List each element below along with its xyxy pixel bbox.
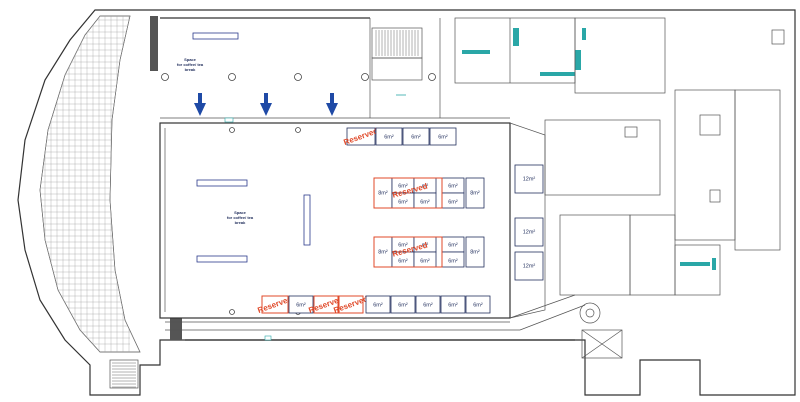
restroom-fixture [712, 258, 716, 270]
svg-text:6m²: 6m² [398, 302, 408, 308]
spiral-stair [579, 302, 623, 359]
svg-text:Space: Space [184, 57, 197, 62]
arrow-down-icon [260, 93, 272, 116]
restroom-fixture [575, 50, 581, 70]
booth[interactable] [465, 236, 485, 268]
svg-text:12m²: 12m² [523, 229, 536, 235]
svg-text:6m²: 6m² [448, 242, 458, 248]
restrooms-top [454, 17, 586, 84]
svg-text:6m²: 6m² [448, 302, 458, 308]
svg-text:Space: Space [234, 210, 247, 215]
booth[interactable]: 6m² [440, 295, 466, 314]
reserved-zone [373, 177, 443, 209]
svg-text:6m²: 6m² [398, 258, 408, 264]
booth[interactable]: 6m² [390, 295, 416, 314]
door-marks [224, 94, 406, 341]
svg-text:6m²: 6m² [420, 258, 430, 264]
table-hall-bottom [196, 255, 248, 263]
svg-text:8m²: 8m² [378, 249, 388, 255]
stair-bottom-left [109, 359, 139, 389]
svg-text:break: break [185, 67, 196, 72]
booth[interactable]: 12m² [514, 164, 544, 194]
entry-arrows [194, 93, 338, 116]
booth-island-upper: 8m² 6m² m² 6m² 6m² 6m² 6m² 8m² Reserved [373, 177, 485, 209]
svg-text:6m²: 6m² [398, 242, 408, 248]
booth[interactable]: 6m² [402, 127, 430, 146]
booth[interactable]: 6m² [415, 295, 441, 314]
booth-island-lower: 8m² 6m² m² 6m² 6m² 6m² 6m² 8m² Reserved [373, 236, 485, 268]
booth-row-bottom: Reserved 6m² Reserved Reserved 6m² 6m² 6… [256, 294, 491, 315]
booth-reserved[interactable]: Reserved [256, 294, 293, 315]
table-hall-top [196, 179, 248, 187]
booth-column-right: 12m² 12m² 12m² [509, 122, 546, 319]
svg-text:8m²: 8m² [470, 249, 480, 255]
svg-text:6m²: 6m² [373, 302, 383, 308]
restroom-fixture [582, 28, 586, 40]
svg-text:6m²: 6m² [420, 199, 430, 205]
escalator [371, 27, 423, 81]
booth[interactable]: 12m² [514, 217, 544, 247]
coffee-break-note-mid: Space for coffee/ tea break [227, 210, 254, 225]
svg-text:12m²: 12m² [523, 176, 536, 182]
svg-text:for coffee/ tea: for coffee/ tea [227, 215, 254, 220]
booth-row-top: Reserved 6m² 6m² 6m² [342, 126, 457, 147]
booth-reserved[interactable]: Reserved [307, 294, 344, 315]
svg-text:6m²: 6m² [296, 302, 306, 308]
reserved-zone [373, 236, 443, 268]
table-hall-center [303, 194, 311, 246]
booth[interactable]: 12m² [514, 251, 544, 281]
lower-corridor [165, 294, 586, 341]
restroom-fixture [462, 50, 490, 54]
booth[interactable] [465, 177, 485, 209]
svg-text:12m²: 12m² [523, 263, 536, 269]
facade-column-strip-lower [170, 318, 182, 340]
restroom-fixture [540, 72, 575, 76]
table-upper [192, 32, 239, 40]
svg-text:break: break [235, 220, 246, 225]
svg-text:6m²: 6m² [448, 258, 458, 264]
facade-grid [39, 15, 141, 353]
svg-text:6m²: 6m² [438, 134, 448, 140]
svg-text:8m²: 8m² [378, 190, 388, 196]
svg-text:6m²: 6m² [448, 199, 458, 205]
svg-text:6m²: 6m² [448, 183, 458, 189]
pillars-top [161, 73, 436, 81]
svg-text:6m²: 6m² [398, 183, 408, 189]
svg-text:8m²: 8m² [470, 190, 480, 196]
restroom-fixture [680, 262, 710, 266]
booth[interactable]: 6m² [429, 127, 457, 146]
svg-text:m²: m² [422, 183, 429, 189]
svg-text:6m²: 6m² [398, 199, 408, 205]
svg-text:6m²: 6m² [473, 302, 483, 308]
svg-text:6m²: 6m² [411, 134, 421, 140]
restroom-fixture [513, 28, 519, 46]
main-hall [159, 122, 511, 319]
svg-text:m²: m² [422, 242, 429, 248]
booth[interactable]: 6m² [375, 127, 403, 146]
coffee-break-note-top: Space for coffee/ tea break [177, 57, 204, 72]
right-wing-rooms [544, 17, 785, 296]
svg-text:6m²: 6m² [384, 134, 394, 140]
booth[interactable]: 6m² [465, 295, 491, 314]
svg-text:for coffee/ tea: for coffee/ tea [177, 62, 204, 67]
booth-reserved[interactable]: Reserved [332, 294, 369, 315]
booth-reserved[interactable]: Reserved [342, 126, 379, 147]
svg-text:6m²: 6m² [423, 302, 433, 308]
facade-column-strip [150, 16, 158, 71]
arrow-down-icon [194, 93, 206, 116]
booth[interactable]: 6m² [288, 295, 314, 314]
booth[interactable]: 6m² [365, 295, 391, 314]
arrow-down-icon [326, 93, 338, 116]
